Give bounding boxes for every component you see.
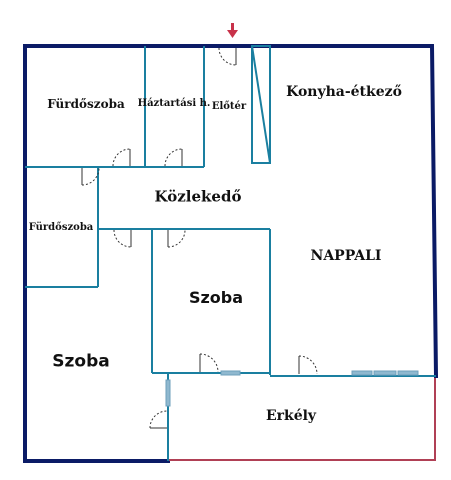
door-bath-top	[112, 148, 131, 167]
entrance-cabinet	[251, 45, 271, 164]
room-label-haztartasi: Háztartási h.	[137, 98, 211, 109]
door-szoba-bottom	[199, 353, 219, 373]
down-arrow-icon	[227, 23, 238, 38]
door-szoba-middle	[167, 229, 186, 248]
room-label-furdoszoba-top: Fürdőszoba	[47, 97, 125, 111]
door-nappali-balcony	[298, 355, 318, 375]
room-label-konyha: Konyha-étkező	[286, 84, 402, 100]
door-left-bath	[81, 167, 100, 186]
doors	[81, 47, 318, 429]
outer-walls	[23, 44, 439, 463]
room-label-szoba-left: Szoba	[52, 351, 110, 372]
window-nappali-1	[351, 370, 373, 376]
door-entrance	[218, 47, 237, 66]
windows	[165, 370, 419, 407]
door-balcony-left	[149, 410, 168, 429]
room-label-eloter: Előtér	[211, 101, 247, 112]
room-label-nappali: NAPPALI	[310, 248, 382, 264]
balcony-edge	[168, 378, 436, 461]
door-hazt	[164, 148, 183, 167]
outer-wall-main	[23, 44, 439, 463]
room-label-erkely: Erkély	[265, 408, 317, 424]
window-nappali-2	[373, 370, 397, 376]
room-label-furdoszoba-left: Fürdőszoba	[28, 222, 94, 233]
window-balcony-left	[165, 379, 171, 407]
window-nappali-3	[397, 370, 419, 376]
room-label-kozlekedo: Közlekedő	[154, 187, 242, 206]
door-corridor-left	[113, 229, 132, 248]
room-label-szoba-middle: Szoba	[188, 288, 244, 307]
window-szoba	[220, 370, 241, 376]
